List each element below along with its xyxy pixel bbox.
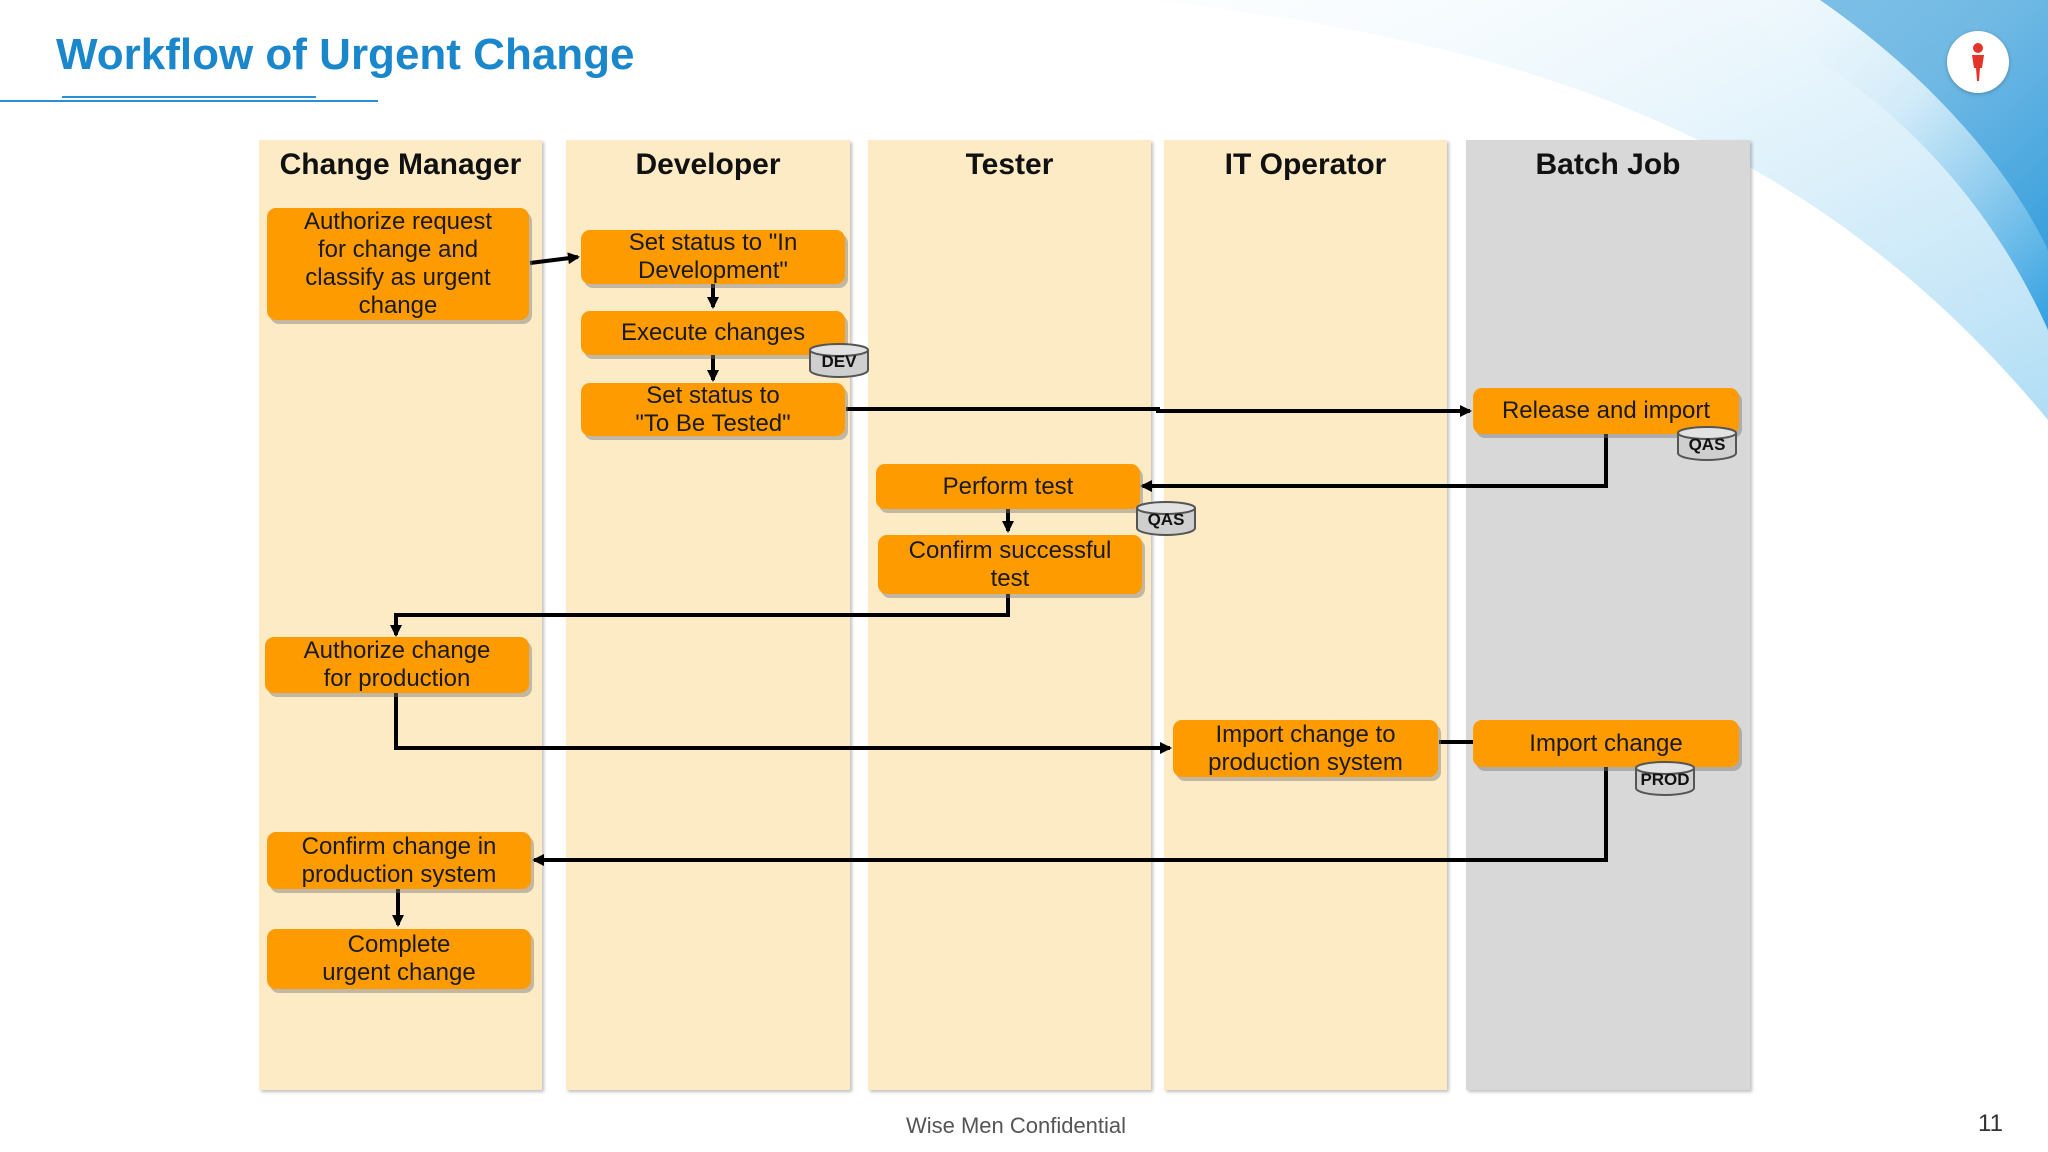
step-text-line: urgent change xyxy=(322,959,476,986)
step-complete-urgent-change: Complete urgent change xyxy=(267,929,531,989)
lane-header-it-operator: IT Operator xyxy=(1224,148,1387,181)
lane-header-batch-job: Batch Job xyxy=(1535,148,1681,181)
database-icon-prod: PROD xyxy=(1634,760,1696,796)
step-text-line: Authorize change xyxy=(303,637,491,664)
step-confirm-successful-test-label: Confirm successful test xyxy=(909,537,1112,593)
database-label-dev: DEV xyxy=(821,352,857,371)
lane-it-operator: IT Operator xyxy=(1164,140,1447,1090)
step-confirm-in-production: Confirm change in production system xyxy=(267,832,531,889)
step-text-line: production system xyxy=(1208,748,1403,776)
step-text-line: Set status to "In xyxy=(628,229,798,256)
step-release-and-import-label: Release and import xyxy=(1501,397,1711,424)
step-set-in-development: Set status to "In Development" xyxy=(581,229,845,285)
step-release-and-import: Release and import xyxy=(1473,388,1739,434)
lane-header-tester: Tester xyxy=(965,148,1054,181)
step-authorize-request-label: Authorize request for change and classif… xyxy=(304,208,492,320)
step-execute-changes: Execute changes xyxy=(581,311,845,355)
step-text-line: Complete xyxy=(347,931,451,958)
step-text-line: Confirm successful xyxy=(908,536,1112,564)
step-text-line: Confirm change in xyxy=(301,832,497,860)
step-perform-test: Perform test xyxy=(876,464,1140,509)
lane-header-developer: Developer xyxy=(635,148,781,181)
database-icon-qas-tester: QAS xyxy=(1135,500,1197,536)
step-authorize-production-label: Authorize change for production xyxy=(304,637,491,693)
step-text-line: test xyxy=(990,564,1030,592)
footer-confidential: Wise Men Confidential xyxy=(905,1113,1127,1138)
title-underline-accent xyxy=(62,96,316,98)
step-set-to-be-tested: Set status to "To Be Tested" xyxy=(581,382,845,438)
database-icon-qas-batch: QAS xyxy=(1676,425,1738,461)
step-import-change-label: Import change xyxy=(1529,729,1683,757)
step-authorize-production: Authorize change for production xyxy=(265,637,529,693)
step-import-to-production-label: Import change to production system xyxy=(1208,721,1403,777)
step-confirm-successful-test: Confirm successful test xyxy=(878,535,1142,594)
step-text-line: for production xyxy=(323,665,471,692)
step-confirm-in-production-label: Confirm change in production system xyxy=(302,833,497,889)
database-label-qas-tester: QAS xyxy=(1147,510,1185,529)
database-icon-dev: DEV xyxy=(808,342,870,378)
step-perform-test-label: Perform test xyxy=(942,472,1074,500)
step-text-line: Development" xyxy=(638,257,788,284)
lane-batch-job: Batch Job xyxy=(1466,140,1750,1090)
page-number: 11 xyxy=(1978,1110,2003,1137)
step-text-line: classify as urgent xyxy=(305,264,491,291)
step-text-line: Set status to xyxy=(646,381,780,409)
step-authorize-request: Authorize request for change and classif… xyxy=(267,208,529,320)
step-text-line: Import change to xyxy=(1215,720,1396,748)
step-set-in-development-label: Set status to "In Development" xyxy=(629,229,798,285)
step-text-line: production system xyxy=(301,860,497,888)
step-text-line: "To Be Tested" xyxy=(635,409,791,437)
database-label-prod: PROD xyxy=(1640,770,1690,789)
lane-tester: Tester xyxy=(868,140,1151,1090)
step-text-line: change xyxy=(358,292,438,319)
title-underline xyxy=(0,100,378,102)
step-import-to-production: Import change to production system xyxy=(1173,720,1438,777)
step-text-line: for change and xyxy=(317,236,479,263)
step-import-change: Import change xyxy=(1473,720,1739,767)
step-complete-urgent-change-label: Complete urgent change xyxy=(322,931,475,987)
database-label-qas-batch: QAS xyxy=(1688,435,1726,454)
lane-header-change-manager: Change Manager xyxy=(279,148,522,181)
step-execute-changes-label: Execute changes xyxy=(620,319,806,346)
person-icon xyxy=(1947,31,2009,93)
step-text-line: Authorize request xyxy=(303,208,493,235)
slide-title: Workflow of Urgent Change xyxy=(56,30,635,79)
step-set-to-be-tested-label: Set status to "To Be Tested" xyxy=(635,382,790,438)
